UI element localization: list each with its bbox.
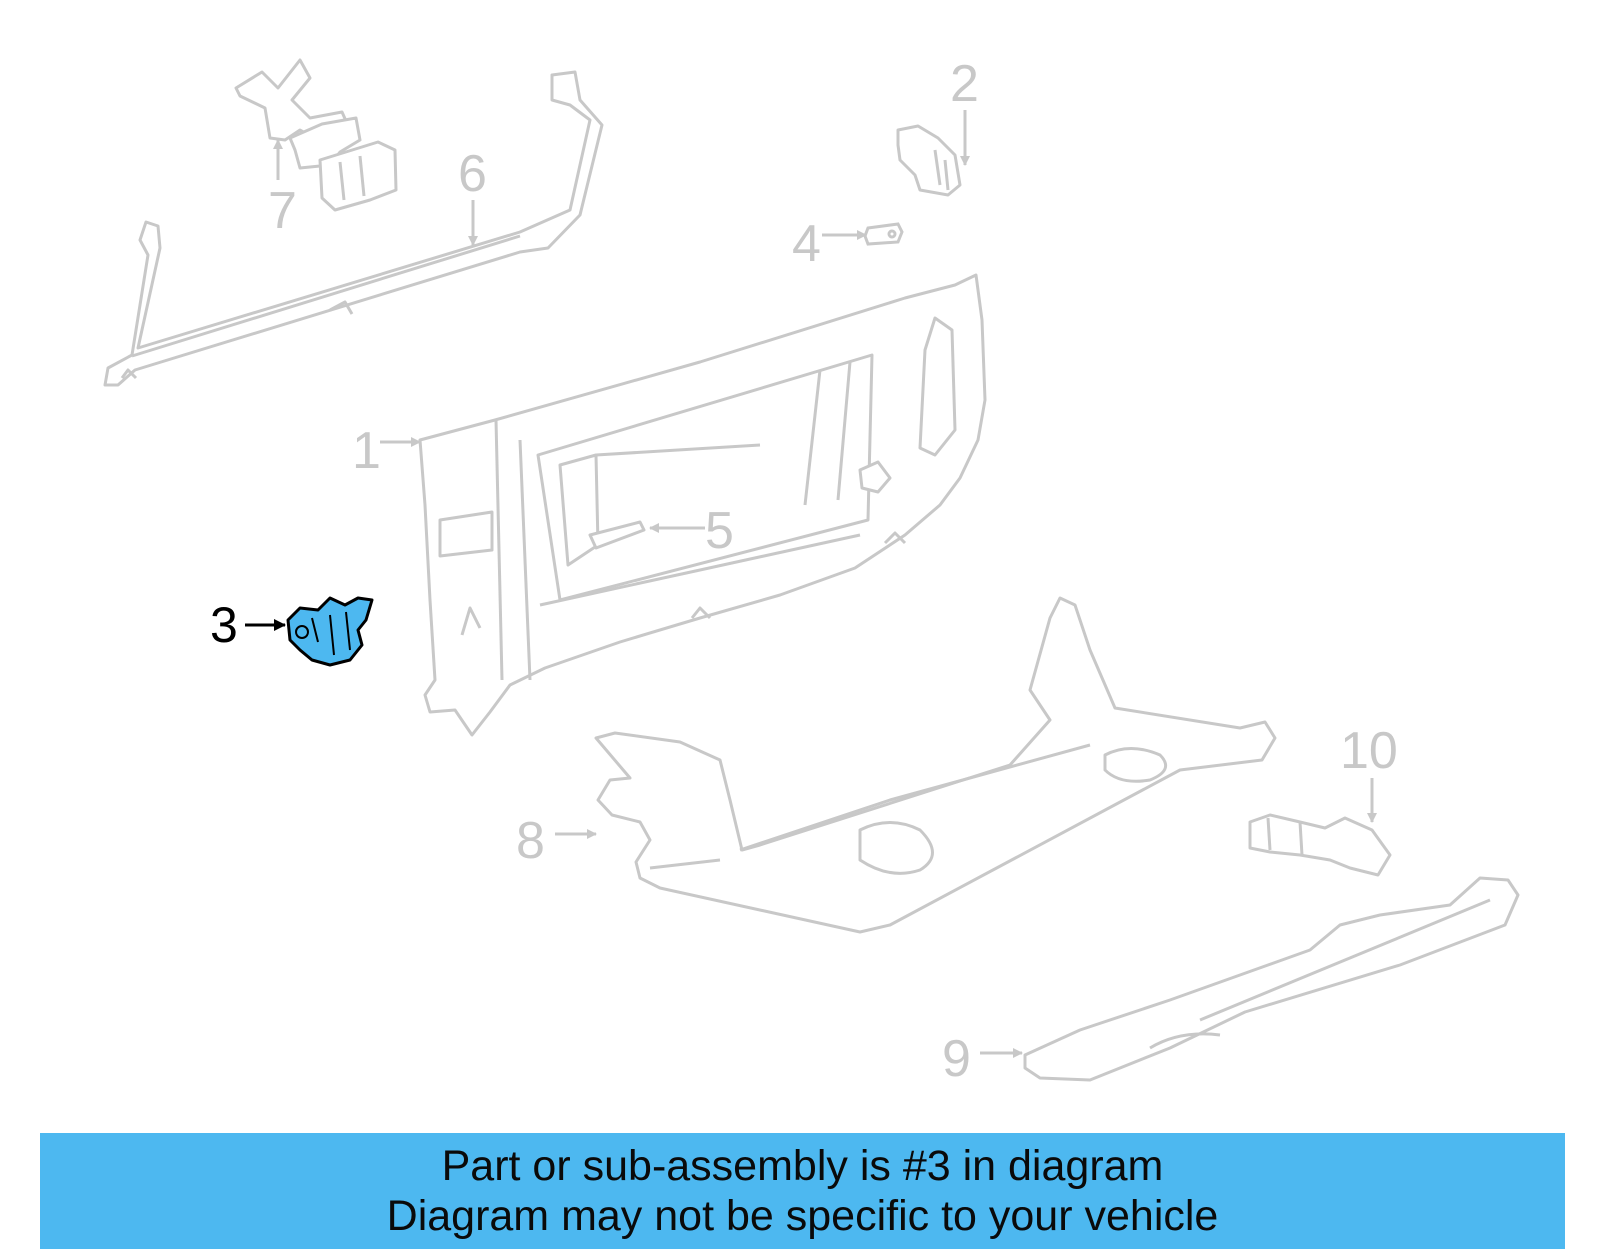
part-9-trim	[1023, 876, 1520, 1082]
callout-4: 4	[792, 215, 821, 273]
callout-5: 5	[705, 502, 734, 560]
callout-1: 1	[352, 422, 381, 480]
part-3-highlighted	[286, 596, 374, 667]
part-1-glove-box	[418, 273, 987, 737]
callout-2: 2	[950, 55, 979, 113]
part-4-fastener	[863, 222, 904, 246]
part-7-latch-assembly	[234, 58, 398, 212]
part-10-pivot-pin	[1248, 813, 1392, 877]
banner-line-2: Diagram may not be specific to your vehi…	[386, 1192, 1219, 1240]
leader-arrows	[245, 110, 1377, 1058]
callout-9: 9	[942, 1030, 971, 1088]
part-6-support-bracket	[103, 70, 604, 387]
callout-3: 3	[210, 597, 238, 653]
info-banner: Part or sub-assembly is #3 in diagram Di…	[40, 1133, 1565, 1249]
callout-6: 6	[458, 145, 487, 203]
callout-10: 10	[1340, 722, 1398, 780]
part-2-clip	[896, 124, 962, 197]
callout-7: 7	[268, 182, 297, 240]
banner-line-1: Part or sub-assembly is #3 in diagram	[441, 1142, 1164, 1190]
part-8-lower-panel	[594, 596, 1277, 934]
callout-8: 8	[516, 812, 545, 870]
